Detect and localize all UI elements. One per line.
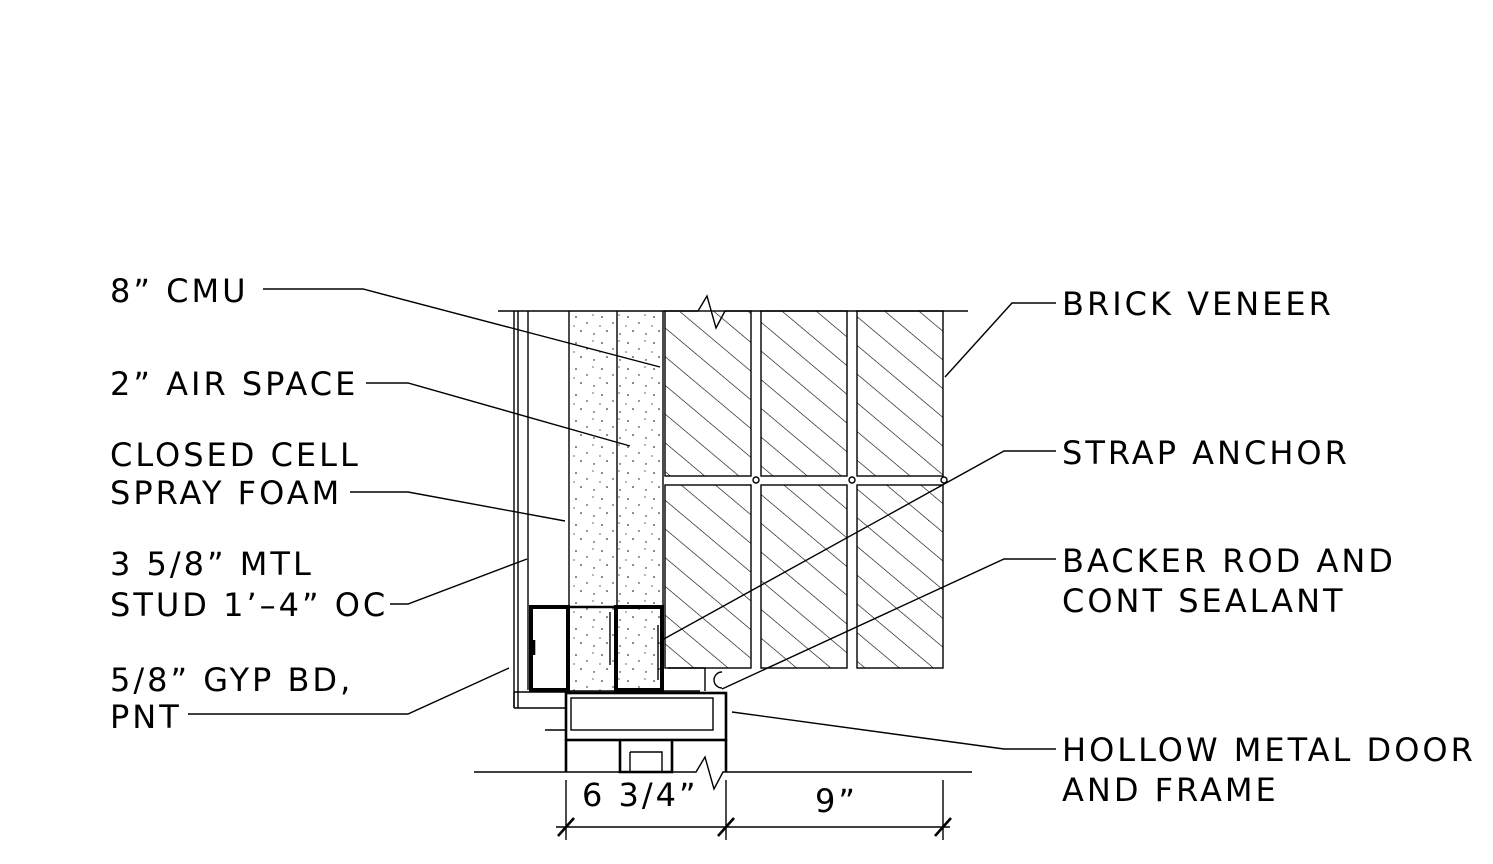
label-spray-foam: CLOSED CELL SPRAY FOAM	[110, 436, 374, 512]
leader-brick-veneer	[944, 302, 1056, 378]
label-strap-anchor: STRAP ANCHOR	[1062, 434, 1350, 472]
leader-metal-stud	[390, 558, 528, 605]
leader-door-frame	[731, 711, 1056, 750]
label-backer-rod: BACKER ROD AND CONT SEALANT	[1062, 542, 1409, 620]
dimension-lines	[556, 780, 952, 840]
bottom-break-line	[474, 755, 972, 791]
leader-spray-foam	[350, 491, 566, 522]
right-labels: BRICK VENEER STRAP ANCHOR BACKER ROD AND…	[1062, 285, 1489, 809]
leader-air-space	[366, 382, 631, 447]
leader-strap-anchor	[661, 450, 1056, 641]
leader-lines	[188, 288, 1056, 750]
leader-cmu	[263, 288, 661, 368]
label-door-frame: HOLLOW METAL DOOR AND FRAME	[1062, 731, 1489, 809]
left-labels: 8” CMU 2” AIR SPACE CLOSED CELL SPRAY FO…	[110, 272, 388, 736]
dim-label-wall: 6 3/4”	[582, 776, 699, 814]
label-brick-veneer: BRICK VENEER	[1062, 285, 1334, 323]
leader-backer-rod	[721, 558, 1056, 690]
label-gyp-board: 5/8” GYP BD, PNT	[110, 661, 366, 736]
label-air-space: 2” AIR SPACE	[110, 365, 358, 403]
leader-gyp-board	[188, 667, 510, 715]
label-metal-stud: 3 5/8” MTL STUD 1’–4” OC	[110, 545, 388, 624]
dimension-labels: 6 3/4” 9”	[582, 776, 858, 820]
label-cmu: 8” CMU	[110, 272, 248, 310]
gypsum-board	[513, 311, 529, 708]
dim-label-brick: 9”	[815, 782, 858, 820]
door-frame	[513, 667, 728, 774]
metal-stud	[529, 605, 664, 692]
wall-assembly	[474, 294, 972, 791]
